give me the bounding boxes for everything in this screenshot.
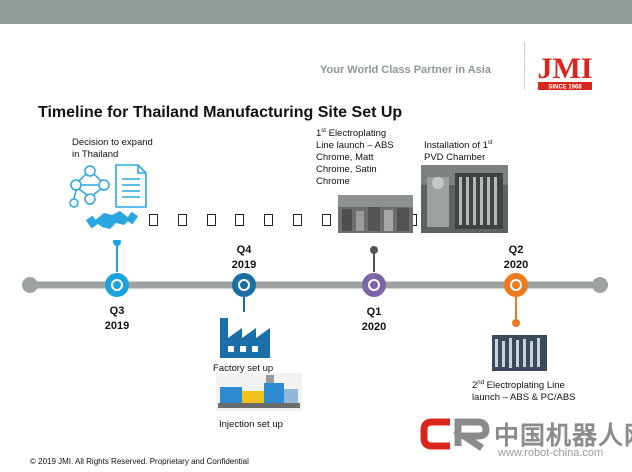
q1-2020-desc-line2: Line launch – ABS — [316, 140, 394, 152]
placeholder-glyph — [293, 214, 303, 226]
q3-2019-desc-line2: in Thailand — [72, 149, 119, 160]
q4-2019-label: Q4 2019 — [224, 243, 264, 273]
q3-2019-quarter: Q3 — [109, 305, 125, 317]
placeholder-glyph — [149, 214, 158, 226]
slide-title: Timeline for Thailand Manufacturing Site… — [38, 104, 403, 121]
q1-2020-label: Q1 2020 — [354, 305, 394, 335]
q2-2020-top-line1: Installation of 1st — [424, 140, 493, 152]
header-divider — [524, 42, 525, 90]
logo-subtext: SINCE 1968 — [548, 85, 582, 91]
factory-setup-label: Factory set up — [213, 363, 274, 374]
q2-2020-top-description: Installation of 1st PVD Chamber — [424, 137, 493, 164]
q4-2019-quarter: Q4 — [236, 244, 252, 256]
q2-2020-label: Q2 2020 — [496, 243, 536, 273]
footer-copyright: © 2019 JMI. All Rights Reserved. Proprie… — [30, 457, 249, 466]
watermark-domain: www.robot-china.com — [498, 447, 604, 459]
tagline: Your World Class Partner in Asia — [320, 64, 491, 76]
top-bar — [0, 0, 632, 24]
electroplating-line-photo — [338, 195, 413, 233]
handshake-icon — [85, 211, 139, 229]
q1-2020-description: 1st Electroplating Line launch – ABS Chr… — [316, 125, 394, 188]
q2-2020-marker — [504, 273, 528, 297]
electroplating-line-2-photo — [492, 335, 547, 371]
network-icon — [69, 165, 110, 208]
q3-2019-label: Q3 2019 — [97, 304, 137, 334]
placeholder-glyph — [321, 214, 331, 226]
q4-2019-marker — [232, 273, 256, 297]
placeholder-glyph — [206, 214, 216, 226]
watermark-brand: 中国机器人网 — [494, 421, 632, 450]
injection-machine-icon — [216, 373, 302, 411]
document-icon — [115, 164, 147, 208]
q2-2020-bottom-line1: 2nd Electroplating Line — [472, 380, 565, 392]
placeholder-glyph — [235, 214, 245, 226]
q2-2020-quarter: Q2 — [508, 244, 524, 256]
q1-2020-marker — [362, 273, 386, 297]
q3-2019-marker — [105, 273, 129, 297]
q3-2019-desc-line1: Decision to expand — [72, 137, 153, 148]
q1-2020-desc-line3: Chrome, Matt — [316, 152, 374, 164]
q4-2019-year: 2019 — [231, 259, 257, 271]
timeline-end-cap — [592, 277, 608, 293]
jmi-logo: JMI SINCE 1968 — [534, 48, 596, 92]
factory-icon — [220, 318, 270, 358]
q1-2020-desc-line1: 1st Electroplating — [316, 128, 387, 140]
q1-2020-desc-line5: Chrome — [316, 176, 350, 188]
placeholder-glyph — [264, 214, 274, 226]
q3-2019-description: Decision to expand in Thailand — [72, 137, 153, 161]
watermark-cr-logo — [420, 418, 490, 451]
q1-2020-year: 2020 — [361, 321, 387, 333]
placeholder-glyph — [177, 214, 187, 226]
q2-2020-bottom-line2: launch – ABS & PC/ABS — [472, 392, 576, 404]
expansion-icons — [69, 164, 147, 229]
q1-2020-desc-line4: Chrome, Satin — [316, 164, 377, 176]
logo-text: JMI — [538, 52, 593, 85]
q2-2020-top-line2: PVD Chamber — [424, 152, 486, 164]
q1-2020-quarter: Q1 — [366, 306, 382, 318]
timeline-start-cap — [22, 277, 38, 293]
pvd-chamber-photo — [421, 165, 508, 233]
q2-2020-year: 2020 — [503, 259, 529, 271]
q2-2020-bottom-description: 2nd Electroplating Line launch – ABS & P… — [472, 377, 576, 404]
injection-setup-label: Injection set up — [219, 419, 283, 430]
timeline — [22, 240, 608, 327]
q3-2019-year: 2019 — [104, 320, 130, 332]
